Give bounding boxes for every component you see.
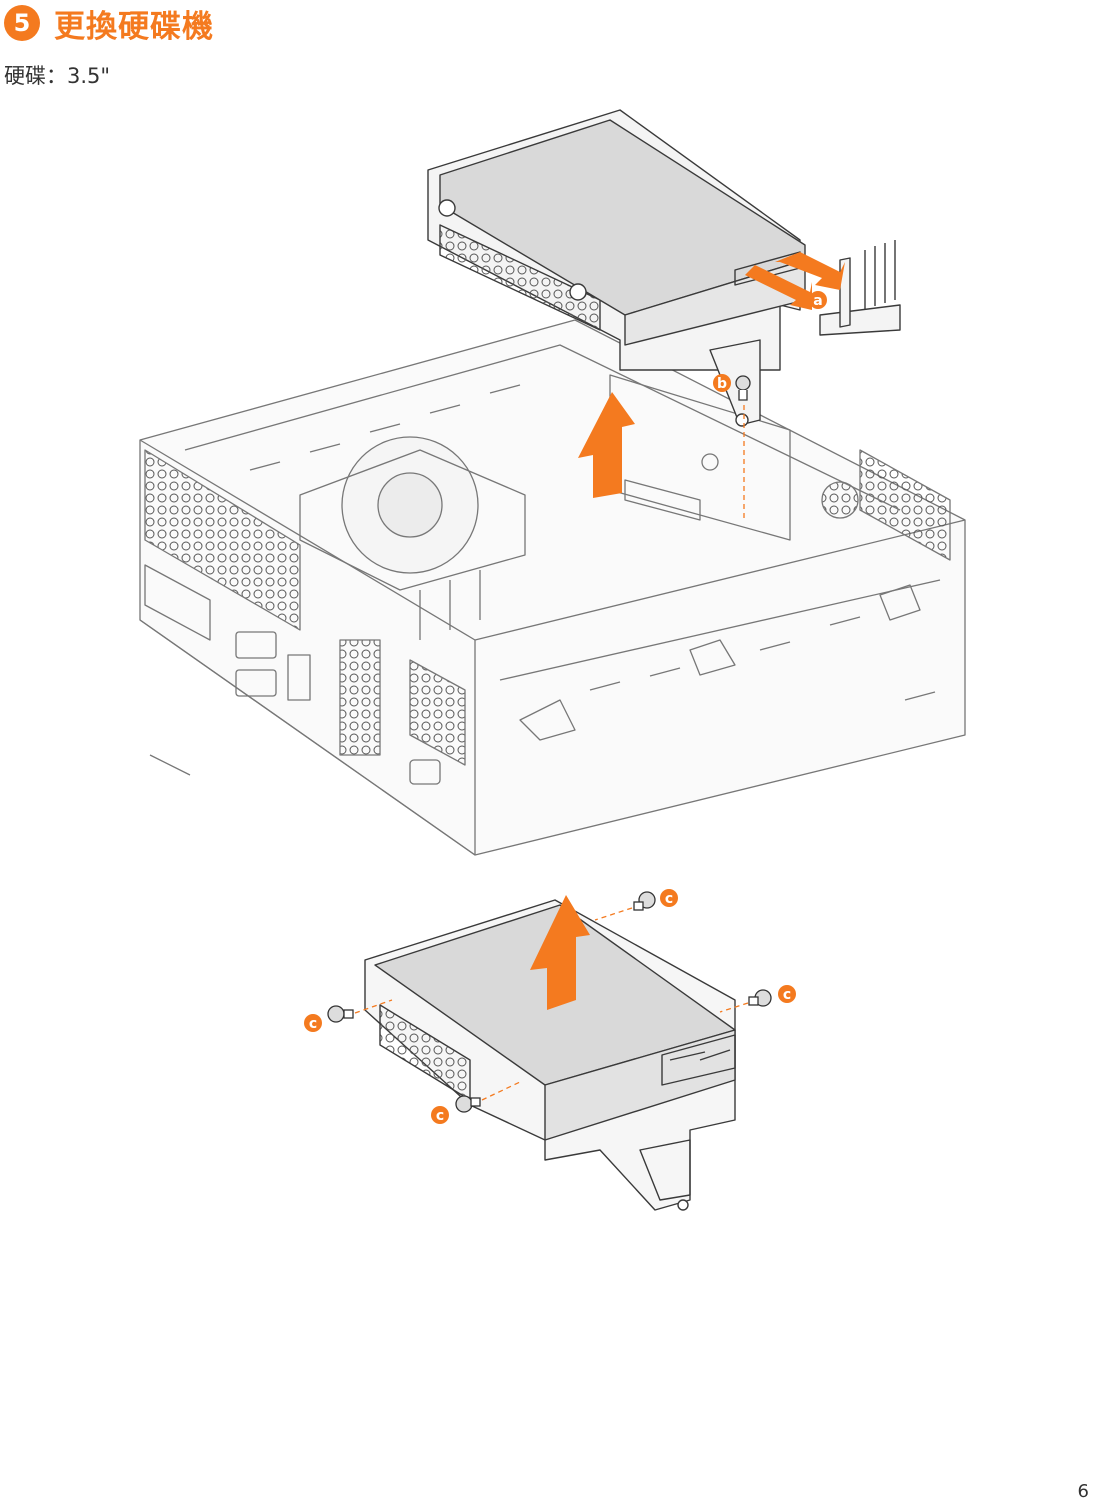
page-number: 6	[1078, 1481, 1089, 1502]
callout-c-top: c	[660, 889, 678, 907]
svg-text:c: c	[665, 891, 673, 907]
screw-c-left	[328, 1006, 353, 1022]
svg-text:c: c	[436, 1108, 444, 1124]
screw-c-bottom	[456, 1096, 480, 1112]
callout-c-right: c	[778, 985, 796, 1003]
power-connector	[820, 305, 900, 335]
screw-c-top-guide	[595, 908, 632, 920]
callout-c-bottom: c	[431, 1106, 449, 1124]
chassis-illustration	[140, 320, 965, 855]
callout-c-left: c	[304, 1014, 322, 1032]
svg-text:a: a	[813, 293, 822, 309]
screw-c-right	[749, 990, 771, 1006]
data-connector	[840, 258, 850, 327]
callout-b: b	[713, 374, 731, 392]
svg-text:b: b	[717, 376, 727, 392]
svg-text:c: c	[783, 987, 791, 1003]
svg-text:c: c	[309, 1016, 317, 1032]
screw-c-top	[634, 892, 655, 910]
callout-a: a	[809, 291, 827, 309]
